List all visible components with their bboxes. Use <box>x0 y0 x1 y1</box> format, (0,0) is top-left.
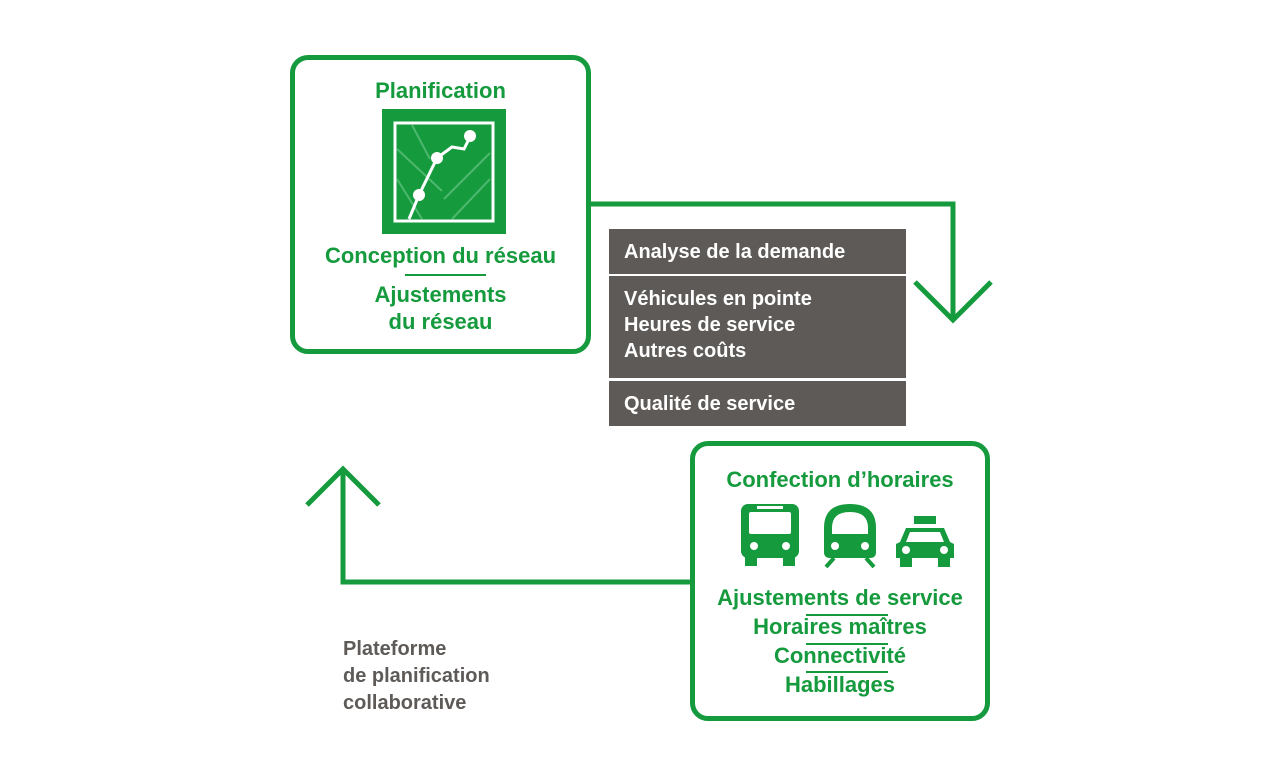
analysis-service-hours: Heures de service <box>624 314 796 336</box>
scheduling-runcutting: Habillages <box>784 672 896 697</box>
arrow-head-up <box>305 465 381 507</box>
analysis-demand: Analyse de la demande <box>609 229 906 274</box>
network-map-icon <box>382 109 506 234</box>
scheduling-divider-3 <box>806 671 888 673</box>
analysis-costs: Véhicules en pointe Heures de service Au… <box>609 276 906 378</box>
platform-line-3: collaborative <box>343 692 467 714</box>
arrow-scheduling-to-planning <box>340 470 691 585</box>
planning-divider <box>405 274 486 276</box>
scheduling-divider-2 <box>806 643 888 645</box>
scheduling-title: Confection d’horaires <box>726 467 954 492</box>
scheduling-connectivity: Connectivité <box>773 643 907 668</box>
planning-adjustments-network: du réseau <box>388 309 493 334</box>
analysis-other-costs: Autres coûts <box>624 340 747 362</box>
platform-line-2: de planification <box>343 665 490 687</box>
scheduling-divider-1 <box>806 614 888 616</box>
analysis-demand-label: Analyse de la demande <box>624 241 846 263</box>
platform-line-1: Plateforme <box>343 638 447 660</box>
scheduling-service-adjustments: Ajustements de service <box>717 585 963 610</box>
taxi-icon <box>894 514 956 575</box>
scheduling-master-schedules: Horaires maîtres <box>753 614 927 639</box>
train-icon <box>820 502 880 573</box>
scheduling-box: Confection d’horaires <box>690 441 990 721</box>
arrow-planning-to-scheduling <box>590 201 956 318</box>
planning-box: Planification Conception du réseau Ajust… <box>290 55 591 354</box>
planning-title: Planification <box>375 78 506 103</box>
planning-adjustments: Ajustements <box>374 282 507 307</box>
platform-label: Plateforme de planification collaborativ… <box>343 636 490 717</box>
bus-icon <box>739 502 801 573</box>
analysis-quality-label: Qualité de service <box>624 393 796 415</box>
arrow-head-down <box>913 280 993 324</box>
analysis-peak-vehicles: Véhicules en pointe <box>624 288 812 310</box>
analysis-quality: Qualité de service <box>609 381 906 426</box>
planning-network-design: Conception du réseau <box>324 243 557 268</box>
